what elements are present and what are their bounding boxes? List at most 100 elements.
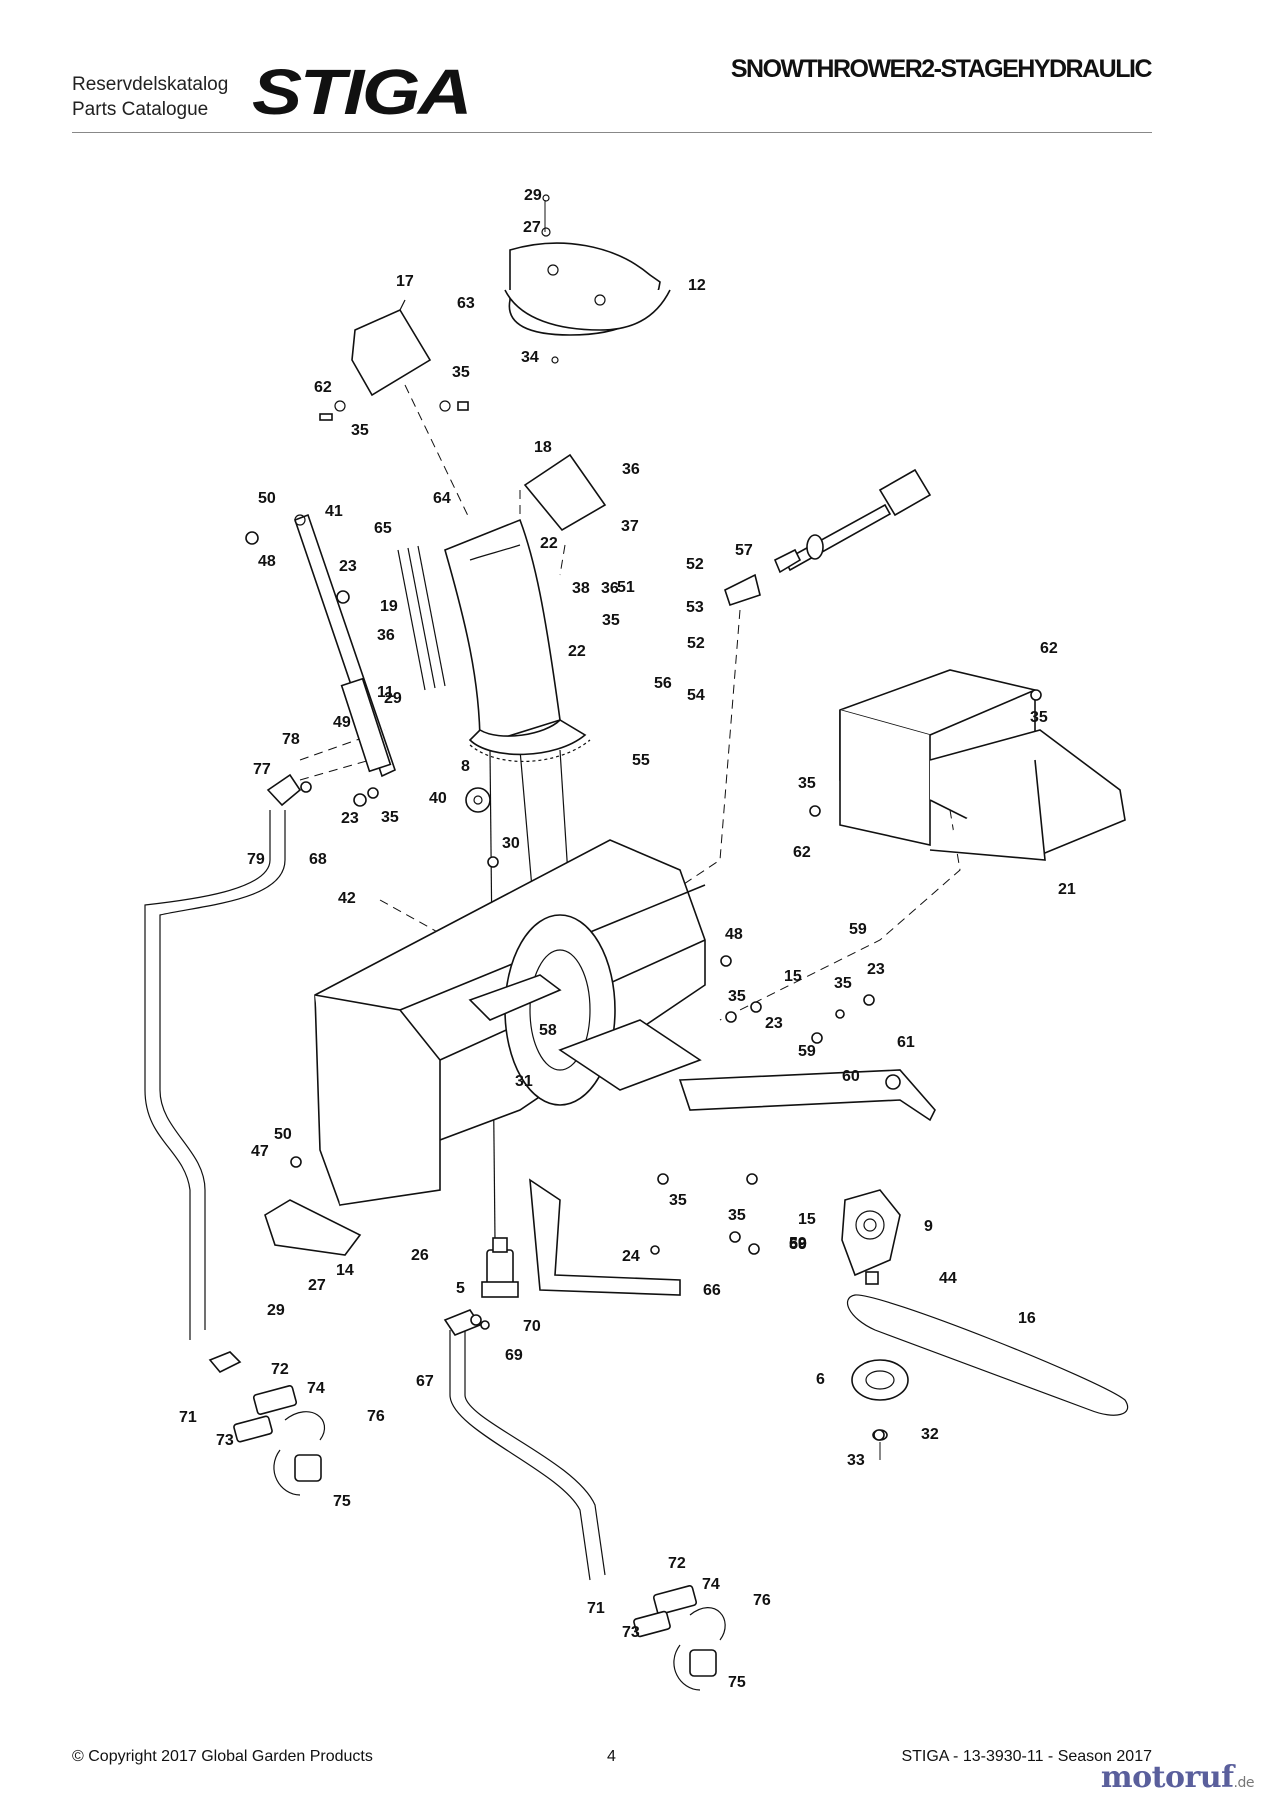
gearbox-part [841, 1189, 901, 1285]
plate-part [523, 453, 607, 532]
part-callout: 62 [793, 844, 811, 861]
catalog-heading: Reservdelskatalog Parts Catalogue [72, 72, 228, 122]
chute-deflector-part [504, 200, 671, 336]
part-callout: 75 [728, 1674, 746, 1691]
document-title: SNOWTHROWER2-STAGEHYDRAULIC [730, 55, 1153, 83]
part-callout: 79 [247, 851, 265, 868]
part-callout: 32 [921, 1426, 939, 1443]
part-callout: 35 [351, 422, 369, 439]
part-callout: 56 [654, 675, 672, 692]
part-callout: 68 [309, 851, 327, 868]
part-callout: 22 [568, 643, 586, 660]
part-callout: 23 [765, 1015, 783, 1032]
part-callout: 29 [267, 1302, 285, 1319]
crank-handle-part [773, 468, 932, 574]
hydraulic-cylinder-part [293, 513, 396, 778]
discharge-chute-part [444, 518, 587, 756]
part-callout: 17 [396, 273, 414, 290]
control-rods-part [397, 545, 446, 691]
part-callout: 66 [703, 1282, 721, 1299]
part-callout: 22 [540, 535, 558, 552]
part-callout: 67 [416, 1373, 434, 1390]
part-callout: 35 [798, 775, 816, 792]
part-callout: 44 [939, 1270, 957, 1287]
part-callout: 61 [897, 1034, 915, 1051]
motor-housing-part [839, 669, 1126, 861]
part-callout: 76 [367, 1408, 385, 1425]
part-callout: 76 [753, 1592, 771, 1609]
part-callout: 30 [502, 835, 520, 852]
part-callout: 73 [216, 1432, 234, 1449]
hood-clip-part [724, 573, 761, 607]
mounting-frame-part [264, 1019, 936, 1296]
part-callout: 63 [457, 295, 475, 312]
part-callout: 5 [456, 1280, 465, 1297]
part-callout: 24 [622, 1248, 640, 1265]
part-callout: 59 [849, 921, 867, 938]
part-callout: 35 [381, 809, 399, 826]
deflector-bracket-part [351, 299, 432, 397]
part-callout: 36 [622, 461, 640, 478]
brand-wordmark: STIGA [252, 62, 470, 124]
part-callout: 35 [452, 364, 470, 381]
part-callout: 78 [282, 731, 300, 748]
part-callout: 26 [411, 1247, 429, 1264]
part-callout: 50 [258, 490, 276, 507]
part-callout: 50 [274, 1126, 292, 1143]
catalog-label-english: Parts Catalogue [72, 99, 209, 120]
part-callout: 9 [924, 1218, 933, 1235]
part-callout: 55 [632, 752, 650, 769]
part-callout: 36 [377, 627, 395, 644]
part-callout: 42 [338, 890, 356, 907]
part-callout: 59 [789, 1236, 807, 1253]
part-callout: 51 [617, 579, 635, 596]
part-callout: 70 [523, 1318, 541, 1335]
part-callout: 8 [461, 758, 470, 775]
document-reference: STIGA - 13-3930-11 - Season 2017 [901, 1748, 1152, 1765]
part-callout: 27 [523, 219, 541, 236]
page-number: 4 [607, 1748, 616, 1765]
part-callout: 35 [669, 1192, 687, 1209]
part-callout: 77 [253, 761, 271, 778]
part-callout: 6 [816, 1371, 825, 1388]
part-callout: 74 [307, 1380, 325, 1397]
part-callout: 53 [686, 599, 704, 616]
part-callout: 18 [534, 439, 552, 456]
catalog-label-swedish: Reservdelskatalog [72, 74, 229, 95]
part-callout: 48 [725, 926, 743, 943]
part-callout: 15 [798, 1211, 816, 1228]
part-callout: 29 [524, 187, 542, 204]
part-callout: 36 [601, 580, 619, 597]
part-callout: 40 [429, 790, 447, 807]
part-callout: 35 [602, 612, 620, 629]
hydraulic-motor-part [481, 1237, 519, 1298]
hose-left-part [144, 773, 326, 1496]
part-callout: 52 [687, 635, 705, 652]
part-callout: 16 [1018, 1310, 1036, 1327]
part-callout: 59 [798, 1043, 816, 1060]
part-callout: 12 [688, 277, 706, 294]
part-callout: 15 [784, 968, 802, 985]
part-callout: 54 [687, 687, 705, 704]
part-callout: 19 [380, 598, 398, 615]
part-callout: 35 [728, 988, 746, 1005]
part-callout: 11 [377, 684, 394, 701]
part-callout: 23 [341, 810, 359, 827]
part-callout: 33 [847, 1452, 865, 1469]
header-divider [72, 132, 1152, 133]
part-callout: 29 [384, 690, 402, 707]
part-callout: 27 [308, 1277, 326, 1294]
part-callout: 21 [1058, 881, 1076, 898]
part-callout: 69 [505, 1347, 523, 1364]
part-callout: 41 [325, 503, 343, 520]
part-callout: 60 [789, 1236, 807, 1253]
part-callout: 59 [789, 1235, 807, 1252]
part-callout: 71 [179, 1409, 197, 1426]
impeller-housing-part [314, 839, 706, 1207]
part-callout: 62 [314, 379, 332, 396]
part-callout: 72 [668, 1555, 686, 1572]
part-callout: 37 [621, 518, 639, 535]
watermark-tld: .de [1233, 1775, 1255, 1791]
